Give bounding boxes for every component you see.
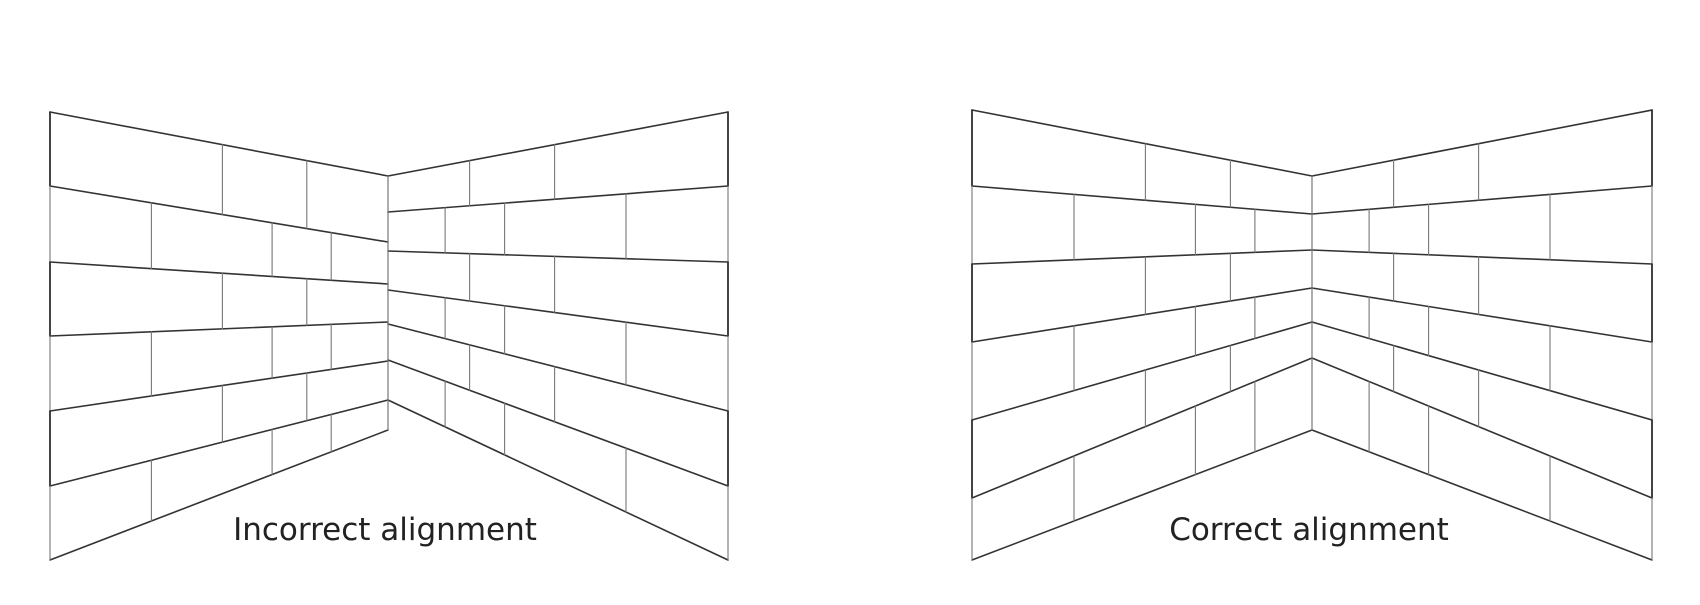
tile-course-line	[971, 357, 1313, 499]
tile-course-line	[49, 399, 389, 487]
tile-course-line	[1311, 185, 1653, 215]
incorrect-alignment-caption: Incorrect alignment	[233, 512, 537, 548]
tile-course-line	[971, 321, 1313, 421]
tile-course-line	[1311, 321, 1653, 421]
tile-course-line	[971, 185, 1313, 215]
tile-course-line	[49, 185, 389, 243]
tile-course-line	[387, 111, 729, 177]
tile-course-line	[387, 323, 729, 412]
tile-course-line	[49, 261, 389, 285]
tile-course-line	[971, 109, 1313, 177]
tile-course-line	[387, 289, 729, 337]
tile-course-line	[49, 360, 389, 412]
tile-course-line	[1311, 357, 1653, 499]
tile-course-line	[1311, 287, 1653, 343]
incorrect-alignment-illustration	[49, 111, 729, 561]
tile-course-line	[387, 250, 729, 263]
tile-course-line	[387, 359, 729, 487]
tile-course-line	[1311, 249, 1653, 265]
tile-course-line	[49, 111, 389, 177]
correct-alignment-caption: Correct alignment	[1169, 512, 1449, 548]
tile-course-line	[1311, 109, 1653, 177]
tile-course-line	[49, 321, 389, 337]
tile-course-line	[971, 249, 1313, 265]
correct-alignment-illustration	[971, 109, 1653, 561]
tile-course-line	[387, 185, 729, 213]
tile-course-line	[971, 287, 1313, 343]
